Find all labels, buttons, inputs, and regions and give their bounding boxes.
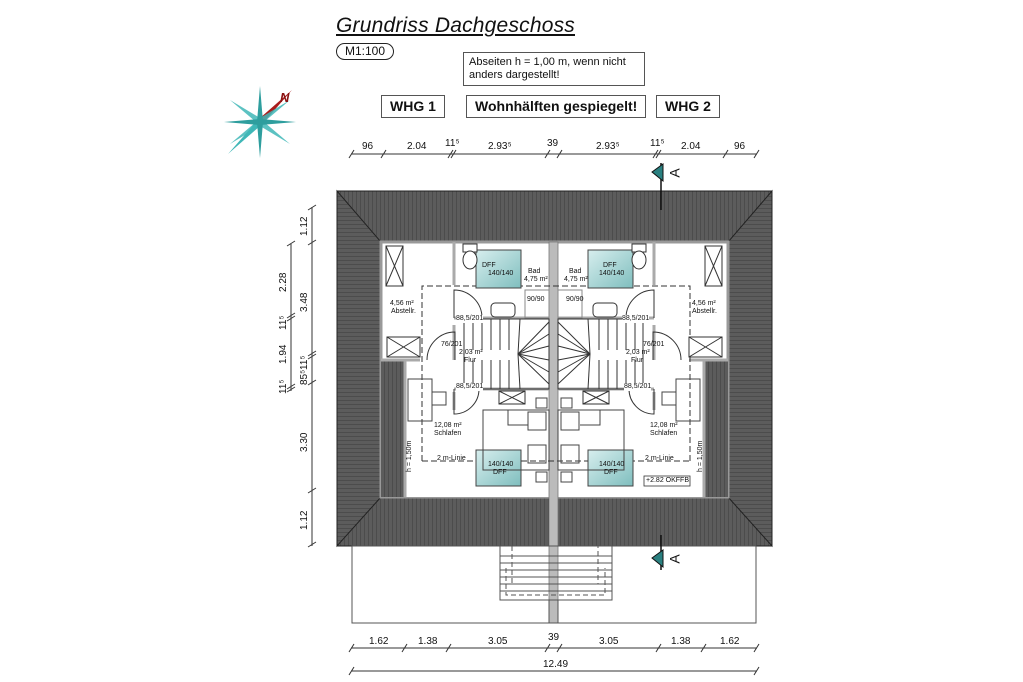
hall-right-name: Flur xyxy=(631,357,644,364)
door-bedroom-left: 88,5/201 xyxy=(456,383,484,391)
bedroom-left-area: 12,08 m² xyxy=(434,422,462,429)
compass-rose-icon: N xyxy=(220,80,300,165)
shower-right: 90/90 xyxy=(566,296,584,303)
skylight-bath-left-size: 140/140 xyxy=(488,270,514,277)
skylight-bed-left-size: 140/140 xyxy=(488,461,514,468)
hall-left-name: Flur xyxy=(464,357,477,364)
dim-top-7: 2.04 xyxy=(681,141,701,152)
mirror-note: Wohnhälften gespiegelt! xyxy=(466,95,647,118)
skylight-bath-left: DFF xyxy=(482,262,496,269)
dim-left-inner-2: 1.94 xyxy=(278,344,289,364)
section-label-top: A xyxy=(666,168,683,178)
dim-bottom-4: 3.05 xyxy=(599,636,619,647)
dim-top-8: 96 xyxy=(734,141,746,152)
height-label-right: h = 1,50m xyxy=(697,440,704,472)
abseiten-note: Abseiten h = 1,00 m, wenn nicht anders d… xyxy=(463,52,645,86)
dim-left-inner-0: 2.28 xyxy=(278,272,289,292)
skylight-bath-right: DFF xyxy=(603,262,617,269)
dim-top-3: 2.93⁵ xyxy=(488,141,512,152)
hall-right-area: 2,03 m² xyxy=(626,349,650,356)
dim-bottom-6: 1.62 xyxy=(720,636,740,647)
bedroom-right-name: Schlafen xyxy=(650,430,678,437)
dim-left-inner-3: 11⁵ xyxy=(278,379,289,394)
bottom-dimension-lines xyxy=(348,643,760,676)
two-m-line-right: 2 m-Linie xyxy=(645,455,674,462)
dim-left-outer-5: 1.12 xyxy=(299,510,310,530)
door-bath-left: 88,5/201 xyxy=(456,315,484,323)
north-label: N xyxy=(280,90,290,105)
unit-label-whg2: WHG 2 xyxy=(656,95,720,118)
level-tag: +2.82 OKFFB xyxy=(646,477,689,484)
door-hall-right: 76/201 xyxy=(643,341,665,348)
bath-left-area: 4,75 m² xyxy=(524,276,548,283)
hall-left-area: 2,03 m² xyxy=(459,349,483,356)
dim-top-6: 11⁵ xyxy=(650,138,665,149)
unit-label-whg1: WHG 1 xyxy=(381,95,445,118)
dim-left-outer-2: 85⁵ xyxy=(299,369,310,385)
dim-total: 12.49 xyxy=(543,659,569,670)
storage-right-area: 4,56 m² xyxy=(692,300,716,307)
storage-left-area: 4,56 m² xyxy=(390,300,414,307)
dim-top-0: 96 xyxy=(362,141,374,152)
dim-left-outer-1: 3.48 xyxy=(299,292,310,312)
door-bedroom-right: 88,5/201 xyxy=(624,383,652,391)
bedroom-right-area: 12,08 m² xyxy=(650,422,678,429)
dim-top-5: 2.93⁵ xyxy=(596,141,620,152)
bath-right-area: 4,75 m² xyxy=(564,276,588,283)
top-dimension-line xyxy=(348,149,760,159)
dim-left-inner-1: 11⁵ xyxy=(278,315,289,330)
bath-left-name: Bad xyxy=(528,268,541,275)
section-label-bottom: A xyxy=(666,554,683,564)
skylight-bed-left: DFF xyxy=(493,469,507,476)
section-marker-icon xyxy=(651,163,664,570)
skylight-bath-right-size: 140/140 xyxy=(599,270,625,277)
skylight-bed-right-size: 140/140 xyxy=(599,461,625,468)
dim-left-outer-4: 3.30 xyxy=(299,432,310,452)
dim-top-4: 39 xyxy=(547,138,559,149)
storage-right-name: Abstellr. xyxy=(692,308,717,315)
left-dimension-lines xyxy=(286,204,317,548)
shower-left: 90/90 xyxy=(527,296,545,303)
door-hall-left: 76/201 xyxy=(441,341,463,348)
dim-top-1: 2.04 xyxy=(407,141,427,152)
dim-top-2: 11⁵ xyxy=(445,138,460,149)
dim-left-outer-3: 11⁵ xyxy=(299,355,310,370)
two-m-line-left: 2 m-Linie xyxy=(437,455,466,462)
storage-left-name: Abstellr. xyxy=(391,308,416,315)
dim-left-outer-0: 1.12 xyxy=(299,216,310,236)
drawing-title: Grundriss Dachgeschoss xyxy=(336,14,575,37)
dim-bottom-2: 3.05 xyxy=(488,636,508,647)
bedroom-left-name: Schlafen xyxy=(434,430,462,437)
skylight-bed-right: DFF xyxy=(604,469,618,476)
dim-bottom-1: 1.38 xyxy=(418,636,438,647)
dim-bottom-3: 39 xyxy=(548,632,560,643)
dim-bottom-0: 1.62 xyxy=(369,636,389,647)
dim-bottom-5: 1.38 xyxy=(671,636,691,647)
bath-right-name: Bad xyxy=(569,268,582,275)
scale-badge: M1:100 xyxy=(336,43,395,60)
door-bath-right: 88,5/201 xyxy=(622,315,650,323)
height-label-left: h = 1,50m xyxy=(406,440,413,472)
entrance-canopy xyxy=(351,545,757,624)
